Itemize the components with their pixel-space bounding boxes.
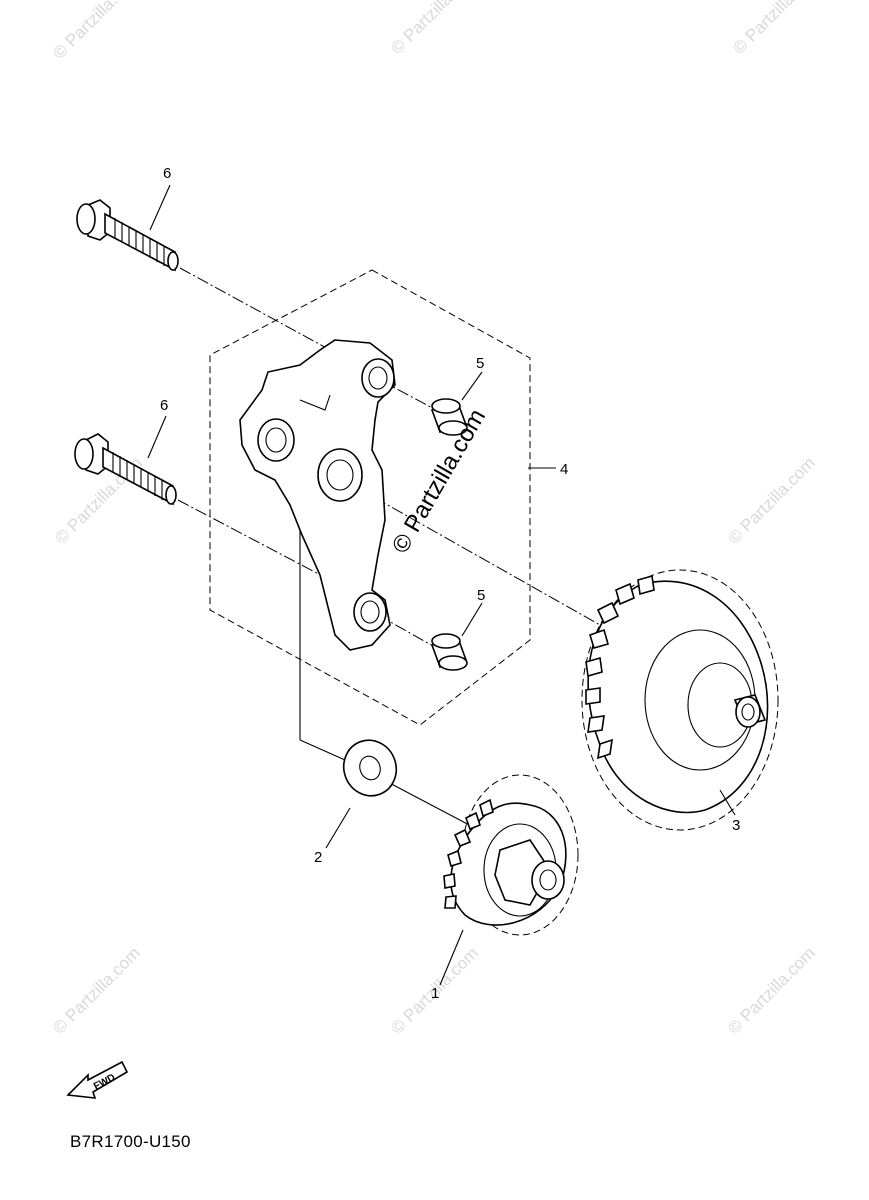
watermark-top-right: © Partzilla.com (729, 0, 823, 58)
diagram-code: B7R1700-U150 (70, 1132, 191, 1151)
watermark-grid: © Partzilla.com © Partzilla.com © Partzi… (49, 0, 823, 1038)
callout-1: 1 (431, 985, 439, 1002)
watermark-top-left: © Partzilla.com (49, 0, 143, 63)
bolt-upper (76, 199, 179, 272)
callout-5-lower: 5 (477, 587, 485, 604)
callout-3: 3 (732, 817, 740, 834)
callout-6-upper: 6 (163, 165, 171, 182)
gear-small (443, 774, 579, 936)
callout-5-upper: 5 (476, 355, 484, 372)
callout-2: 2 (314, 849, 322, 866)
callout-6-lower: 6 (160, 397, 168, 414)
leader-lines (147, 184, 736, 986)
washer (342, 739, 398, 797)
watermark-top-center: © Partzilla.com (387, 0, 481, 58)
bolt-lower (74, 433, 177, 506)
bracket (239, 339, 396, 651)
watermark-mid-right: © Partzilla.com (724, 453, 818, 547)
watermark-bottom-left: © Partzilla.com (49, 943, 143, 1037)
assembly-boundary (209, 269, 531, 726)
watermark-bottom-right: © Partzilla.com (724, 943, 818, 1037)
fwd-arrow-icon: FWD (66, 1060, 129, 1099)
bushing-lower (430, 633, 468, 671)
bushing-upper (430, 398, 468, 436)
gear-large (581, 569, 779, 831)
alignment-lines (177, 267, 601, 829)
callout-4: 4 (560, 461, 568, 478)
